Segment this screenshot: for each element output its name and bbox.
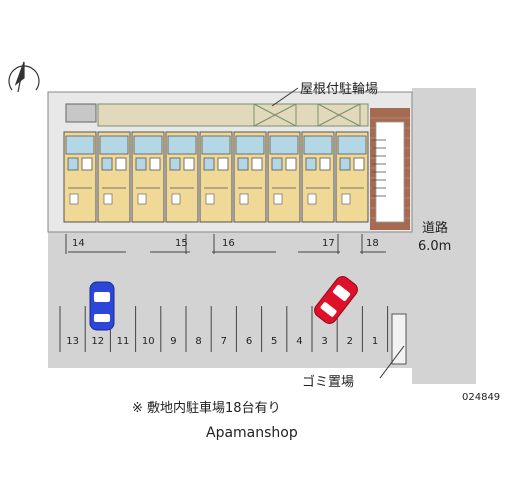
- blue-car: [89, 281, 115, 331]
- apartment-units: [63, 131, 386, 223]
- parking-number: 7: [221, 336, 227, 347]
- parking-number: 16: [222, 238, 235, 249]
- mailbox-area: [65, 103, 97, 123]
- parking-number: 17: [322, 238, 335, 249]
- parking-number: 18: [366, 238, 379, 249]
- staircase: [372, 139, 386, 197]
- bike-shelter: [97, 103, 369, 127]
- parking-number: 14: [72, 238, 85, 249]
- parking-number: 5: [271, 336, 277, 347]
- parking-number: 10: [142, 336, 155, 347]
- apartment-unit: [97, 131, 131, 223]
- road: [412, 88, 476, 384]
- parking-number: 3: [321, 336, 327, 347]
- apartment-unit: [199, 131, 233, 223]
- parking-number: 1: [372, 336, 378, 347]
- parking-number: 11: [117, 336, 130, 347]
- brand-logo: Apamanshop: [206, 425, 298, 441]
- bike-shelter-label: 屋根付駐輪場: [300, 81, 378, 97]
- apartment-unit: [165, 131, 199, 223]
- garbage-label: ゴミ置場: [302, 374, 354, 390]
- parking-dividers-top: [65, 234, 386, 254]
- road-width-label: 6.0m: [418, 239, 451, 254]
- parking-number: 4: [296, 336, 302, 347]
- north-compass-icon: [8, 61, 40, 93]
- road-name-label: 道路: [422, 220, 448, 236]
- apartment-unit: [267, 131, 301, 223]
- bike-shelter-marks: [253, 103, 361, 127]
- red-car: [314, 276, 358, 324]
- map-code: 024849: [462, 392, 500, 403]
- parking-number: 8: [195, 336, 201, 347]
- parking-number: 9: [170, 336, 176, 347]
- parking-number: 13: [66, 336, 79, 347]
- parking-number: 2: [347, 336, 353, 347]
- garbage-area: [391, 313, 407, 365]
- apartment-unit: [335, 131, 369, 223]
- parking-note: ※ 敷地内駐車場18台有り: [132, 400, 281, 416]
- parking-number: 6: [246, 336, 252, 347]
- parking-number: 12: [91, 336, 104, 347]
- apartment-unit: [301, 131, 335, 223]
- apartment-unit: [63, 131, 97, 223]
- parking-numbers-bottom: 13 12 11 10 9 8 7 6 5 4 3 2 1: [66, 336, 378, 347]
- apartment-unit: [131, 131, 165, 223]
- apartment-unit: [233, 131, 267, 223]
- parking-number: 15: [175, 238, 188, 249]
